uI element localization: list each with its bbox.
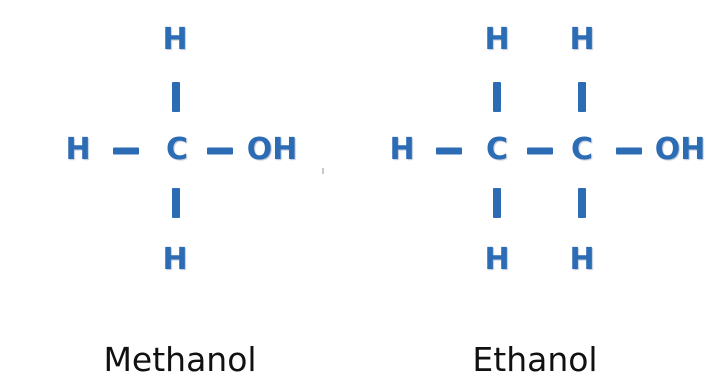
methanol-bond-c-h-top bbox=[172, 82, 180, 112]
ethanol-label: Ethanol bbox=[472, 340, 598, 379]
ethanol-atom-oh: OH bbox=[654, 132, 706, 167]
methanol-atom-h-top: H bbox=[162, 22, 188, 57]
artifact-mark bbox=[322, 168, 324, 174]
ethanol-atom-h-top-1: H bbox=[484, 22, 510, 57]
methanol-bond-c-h-bottom bbox=[172, 188, 180, 218]
methanol-atom-oh: OH bbox=[246, 132, 298, 167]
ethanol-bond-c2-oh bbox=[616, 147, 642, 155]
methanol-atom-h-left: H bbox=[65, 132, 91, 167]
methanol-atom-h-bottom: H bbox=[162, 242, 188, 277]
ethanol-bond-c1-h-top bbox=[493, 82, 501, 112]
methanol-bond-c-h-left bbox=[113, 147, 139, 155]
methanol-label: Methanol bbox=[103, 340, 257, 379]
ethanol-atom-c-1: C bbox=[485, 132, 509, 167]
ethanol-atom-h-left: H bbox=[389, 132, 415, 167]
ethanol-atom-h-bottom-1: H bbox=[484, 242, 510, 277]
ethanol-bond-h-c1 bbox=[436, 147, 462, 155]
ethanol-bond-c2-h-bottom bbox=[578, 188, 586, 218]
ethanol-atom-h-bottom-2: H bbox=[569, 242, 595, 277]
ethanol-atom-h-top-2: H bbox=[569, 22, 595, 57]
methanol-atom-c: C bbox=[165, 132, 189, 167]
methanol-bond-c-oh bbox=[207, 147, 233, 155]
ethanol-bond-c1-h-bottom bbox=[493, 188, 501, 218]
ethanol-bond-c1-c2 bbox=[527, 147, 553, 155]
ethanol-atom-c-2: C bbox=[570, 132, 594, 167]
ethanol-bond-c2-h-top bbox=[578, 82, 586, 112]
